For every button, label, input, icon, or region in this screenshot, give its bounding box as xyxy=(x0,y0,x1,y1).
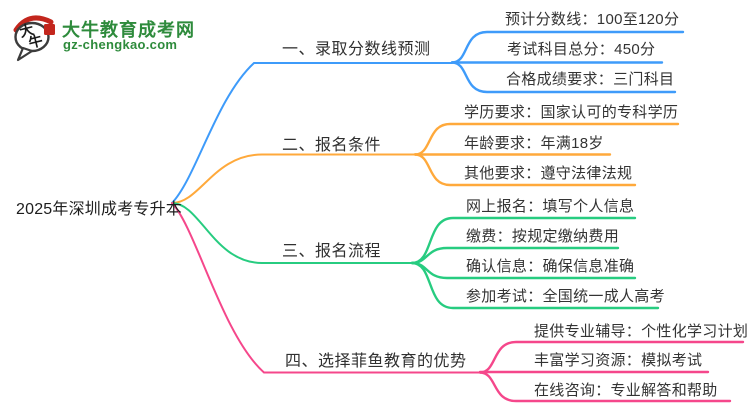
branch4-child3: 在线咨询：专业解答和帮助 xyxy=(534,382,718,399)
branch2-label: 二、报名条件 xyxy=(282,137,382,154)
branch2-child3: 其他要求：遵守法律法规 xyxy=(464,165,633,182)
branch2-child1: 学历要求：国家认可的专科学历 xyxy=(464,104,679,121)
branch3-label: 三、报名流程 xyxy=(282,243,382,260)
branch1-child3: 合格成绩要求：三门科目 xyxy=(506,71,675,88)
branch1-child2: 考试科目总分：450分 xyxy=(507,41,656,58)
branch4-trunk-line xyxy=(171,202,481,374)
root-node: 2025年深圳成考专升本 xyxy=(16,201,182,218)
branch4-child1: 提供专业辅导：个性化学习计划 xyxy=(534,323,749,340)
branch2-child2: 年龄要求：年满18岁 xyxy=(464,135,604,152)
icon-char-niu: 牛 xyxy=(27,32,44,51)
icon-char-da: 大 xyxy=(18,21,35,40)
branch2-child3-line xyxy=(413,153,637,187)
logo-url[interactable]: gz-chengkao.com xyxy=(63,37,178,52)
branch2-trunk-line xyxy=(171,153,416,204)
branch1-trunk-line xyxy=(171,62,453,204)
daniu-speech-bubble-icon: 大 牛 xyxy=(13,15,55,62)
branch3-child2: 缴费：按规定缴纳费用 xyxy=(466,228,620,245)
branch4-label: 四、选择菲鱼教育的优势 xyxy=(285,353,467,370)
branch1-child1: 预计分数线：100至120分 xyxy=(505,11,680,28)
branch3-child4-line xyxy=(410,261,660,310)
branch3-child3: 确认信息：确保信息准确 xyxy=(466,258,635,275)
site-logo[interactable]: 大 牛 大牛教育成考网 gz-chengkao.com xyxy=(8,10,218,62)
branch4-child2: 丰富学习资源：模拟考试 xyxy=(534,352,703,369)
branch3-child4: 参加考试：全国统一成人高考 xyxy=(466,288,665,305)
logo-title: 大牛教育成考网 xyxy=(62,20,195,40)
branch1-label: 一、录取分数线预测 xyxy=(282,41,431,58)
branch3-child1: 网上报名：填写个人信息 xyxy=(466,198,635,215)
branch1-child3-line xyxy=(450,61,677,94)
branch4-child3-line xyxy=(478,371,732,403)
branch3-trunk-line xyxy=(171,202,413,264)
